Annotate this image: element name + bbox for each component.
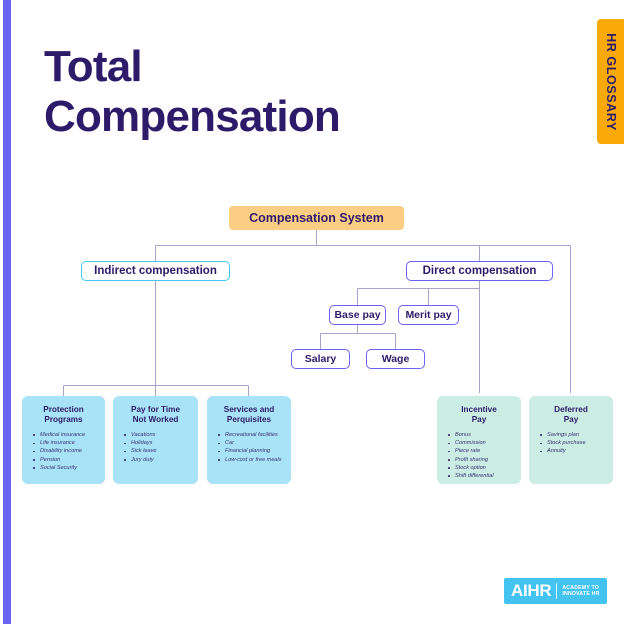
card-title-line-1: Incentive [461, 405, 497, 414]
list-item: Recreational facilities [214, 431, 284, 439]
list-item: Medical insurance [29, 431, 98, 439]
card-services-and-perquisites-title: Services and Perquisites [214, 405, 284, 425]
aihr-logo-tagline: ACADEMY TO INNOVATE HR [562, 585, 599, 598]
card-protection-programs[interactable]: Protection Programs Medical insurance Li… [22, 396, 105, 484]
list-item: Stock option [444, 464, 514, 472]
card-protection-programs-title: Protection Programs [29, 405, 98, 425]
card-title-line-1: Deferred [554, 405, 588, 414]
aihr-logo-wordmark: AIHR [511, 581, 552, 600]
list-item: Vacations [120, 431, 191, 439]
card-title-line-2: Perquisites [226, 415, 272, 424]
card-title-line-2: Programs [44, 415, 83, 424]
card-services-and-perquisites[interactable]: Services and Perquisites Recreational fa… [207, 396, 291, 484]
card-title-line-1: Services and [223, 405, 275, 414]
list-item: Jury duty [120, 456, 191, 464]
list-item: Life insurance [29, 439, 98, 447]
card-pay-for-time-not-worked-list: Vacations Holidays Sick leave Jury duty [120, 431, 191, 464]
list-item: Annuity [536, 447, 606, 455]
page-title-line-1: Total [44, 42, 143, 91]
card-pay-for-time-not-worked-title: Pay for Time Not Worked [120, 405, 191, 425]
aihr-logo-tagline-line-1: ACADEMY TO [562, 584, 600, 591]
card-title-line-2: Not Worked [132, 415, 179, 424]
card-deferred-pay-list: Savings plan Stock purchase Annuity [536, 431, 606, 456]
list-item: Stock purchase [536, 439, 606, 447]
card-title-line-1: Protection [43, 405, 84, 414]
card-protection-programs-list: Medical insurance Life insurance Disabil… [29, 431, 98, 472]
node-direct-compensation-label: Direct compensation [422, 265, 537, 277]
aihr-logo-tagline-line-2: INNOVATE HR [562, 591, 600, 597]
card-title-line-2: Pay [563, 415, 579, 424]
list-item: Low-cost or free meals [214, 456, 284, 464]
card-services-and-perquisites-list: Recreational facilities Car Financial pl… [214, 431, 284, 464]
node-compensation-system[interactable]: Compensation System [229, 206, 404, 230]
node-direct-compensation[interactable]: Direct compensation [406, 261, 553, 281]
card-deferred-pay-title: Deferred Pay [536, 405, 606, 425]
logo-divider [556, 583, 558, 599]
page-title: Total Compensation [44, 42, 341, 142]
card-title-line-1: Pay for Time [131, 405, 180, 414]
list-item: Disability income [29, 447, 98, 455]
node-merit-pay[interactable]: Merit pay [398, 305, 459, 325]
list-item: Savings plan [536, 431, 606, 439]
aihr-logo: AIHR ACADEMY TO INNOVATE HR [504, 578, 607, 604]
node-merit-pay-label: Merit pay [405, 309, 452, 321]
list-item: Pension [29, 456, 98, 464]
card-title-line-2: Pay [471, 415, 487, 424]
list-item: Sick leave [120, 447, 191, 455]
card-deferred-pay[interactable]: Deferred Pay Savings plan Stock purchase… [529, 396, 613, 484]
list-item: Shift differential [444, 472, 514, 480]
card-incentive-pay-title: Incentive Pay [444, 405, 514, 425]
list-item: Bonus [444, 431, 514, 439]
node-indirect-compensation[interactable]: Indirect compensation [81, 261, 230, 281]
hr-glossary-tab: HR GLOSSARY [597, 19, 624, 144]
node-base-pay[interactable]: Base pay [329, 305, 386, 325]
node-salary-label: Salary [304, 353, 337, 365]
list-item: Commission [444, 439, 514, 447]
node-indirect-compensation-label: Indirect compensation [94, 265, 217, 277]
list-item: Piece rate [444, 447, 514, 455]
list-item: Social Security [29, 464, 98, 472]
node-wage[interactable]: Wage [366, 349, 425, 369]
card-pay-for-time-not-worked[interactable]: Pay for Time Not Worked Vacations Holida… [113, 396, 198, 484]
node-compensation-system-label: Compensation System [249, 211, 384, 225]
list-item: Financial planning [214, 447, 284, 455]
list-item: Car [214, 439, 284, 447]
node-base-pay-label: Base pay [334, 309, 381, 321]
left-accent-bar [3, 0, 11, 624]
page-title-line-2: Compensation [44, 92, 341, 141]
list-item: Profit sharing [444, 456, 514, 464]
card-incentive-pay-list: Bonus Commission Piece rate Profit shari… [444, 431, 514, 480]
node-wage-label: Wage [381, 353, 410, 365]
hr-glossary-label: HR GLOSSARY [603, 32, 618, 131]
list-item: Holidays [120, 439, 191, 447]
card-incentive-pay[interactable]: Incentive Pay Bonus Commission Piece rat… [437, 396, 521, 484]
node-salary[interactable]: Salary [291, 349, 350, 369]
